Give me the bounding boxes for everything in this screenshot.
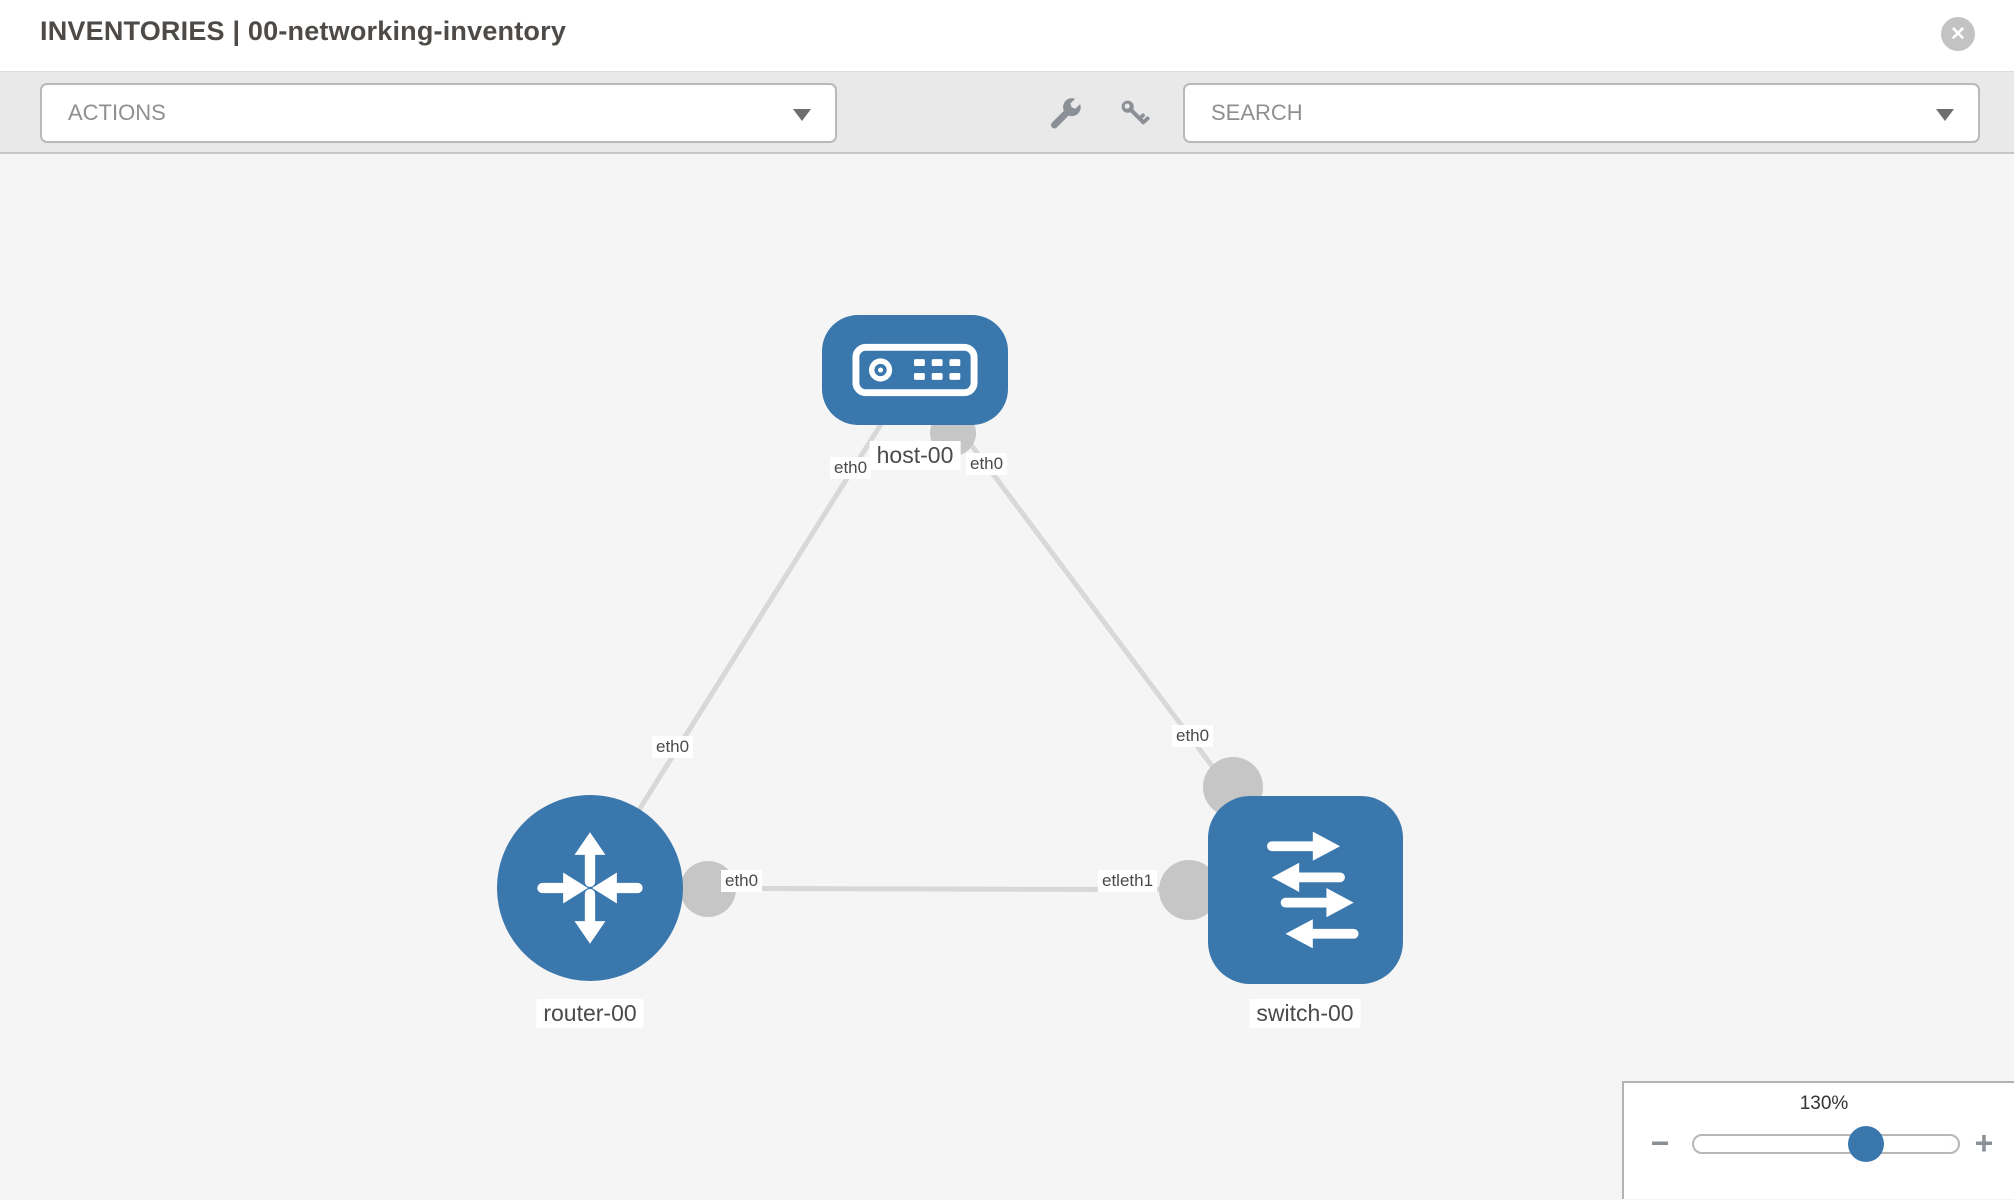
zoom-slider-thumb[interactable] [1848,1126,1884,1162]
interface-label: eth0 [721,870,763,892]
zoom-out-button[interactable]: − [1650,1125,1670,1161]
credentials-button[interactable] [1117,96,1153,132]
key-icon [1121,100,1150,125]
node-switch-00[interactable] [1208,796,1403,984]
search-dropdown-value: SEARCH [1211,100,1303,125]
configure-button[interactable] [1047,96,1083,132]
actions-dropdown-value: ACTIONS [68,100,166,125]
interface-port [1159,860,1219,920]
close-button[interactable]: ✕ [1941,17,1975,51]
interface-label: eth0 [830,457,872,479]
zoom-in-button[interactable]: + [1974,1125,1994,1161]
interface-label: eth0 [1172,725,1214,747]
interface-label: eth0 [966,453,1008,475]
node-label-switch: switch-00 [1249,999,1361,1028]
node-label-router: router-00 [536,999,644,1028]
wrench-icon [1050,98,1081,129]
link-host-router[interactable] [587,368,918,890]
toolbar: ACTIONS SEARCH [0,72,2014,154]
node-host-00[interactable] [822,315,1008,425]
switch-icon [1266,831,1359,949]
zoom-slider-track[interactable] [1692,1126,1960,1162]
search-dropdown[interactable]: SEARCH [1183,83,1980,143]
zoom-panel: 130% − + [1622,1081,2014,1199]
close-icon: ✕ [1950,23,1966,45]
zoom-level: 130% [1799,1093,1849,1114]
actions-dropdown[interactable]: ACTIONS [40,83,837,143]
router-icon [537,832,643,944]
page-title: INVENTORIES | 00-networking-inventory [40,16,567,46]
interface-label: etleth1 [1098,870,1158,892]
window-header: INVENTORIES | 00-networking-inventory ✕ [0,0,2014,72]
interface-label: eth0 [652,736,694,758]
host-icon [852,343,978,397]
topology-canvas[interactable]: host-00 router-00 switch-00 eth0 eth0 et… [0,154,2014,1199]
links-layer [587,368,1307,920]
caret-down-icon [793,109,811,121]
node-router-00[interactable] [497,795,683,981]
caret-down-icon [1936,109,1954,121]
node-label-host: host-00 [869,441,961,470]
